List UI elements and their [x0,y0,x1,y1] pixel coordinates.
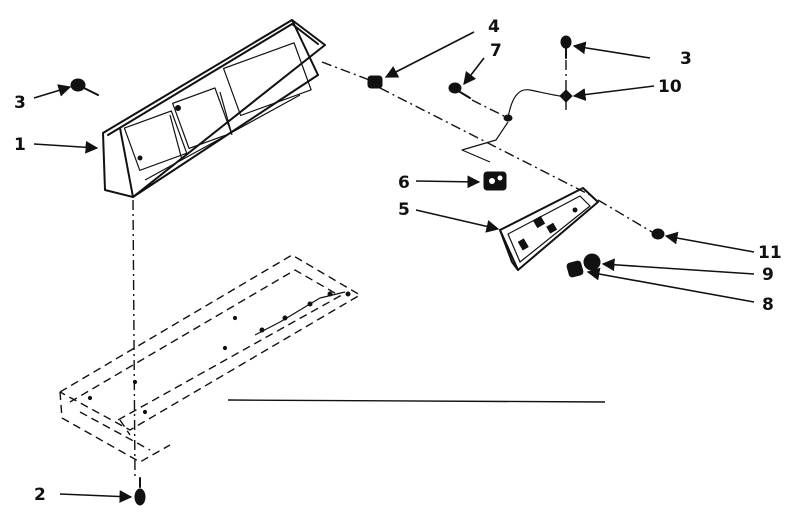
screw-part-2 [134,477,146,506]
callout-11: 11 [758,243,782,263]
callout-2: 2 [34,485,46,505]
control-panel-part-5 [499,187,599,271]
assembly-line-screw11 [597,199,653,233]
callout-6: 6 [398,173,410,193]
callout-10: 10 [658,77,682,97]
switch-part-6 [483,171,507,191]
screw-part-3-left [70,78,99,96]
screw7-line [471,99,509,119]
knob-part-9 [583,253,601,271]
callout-4: 4 [488,17,500,37]
callout-1: 1 [14,135,26,155]
knob-part-8 [566,260,584,278]
callout-7: 7 [490,41,502,61]
clip-part-4 [367,75,383,89]
callout-3-left: 3 [14,93,26,113]
ground-wire [461,89,561,163]
main-top-outline [59,254,362,463]
ground-part-10 [559,89,573,103]
console-backguard-part [102,19,326,198]
screw-part-7 [448,82,471,99]
leader-arrows [33,31,755,503]
alignment-line [132,199,136,481]
callout-8: 8 [762,295,774,315]
screw-part-3-right [560,35,572,59]
separator-line [227,399,606,403]
callout-5: 5 [398,200,410,220]
callout-9: 9 [762,265,774,285]
screw-part-11 [651,228,665,240]
callout-3-right: 3 [680,49,692,69]
